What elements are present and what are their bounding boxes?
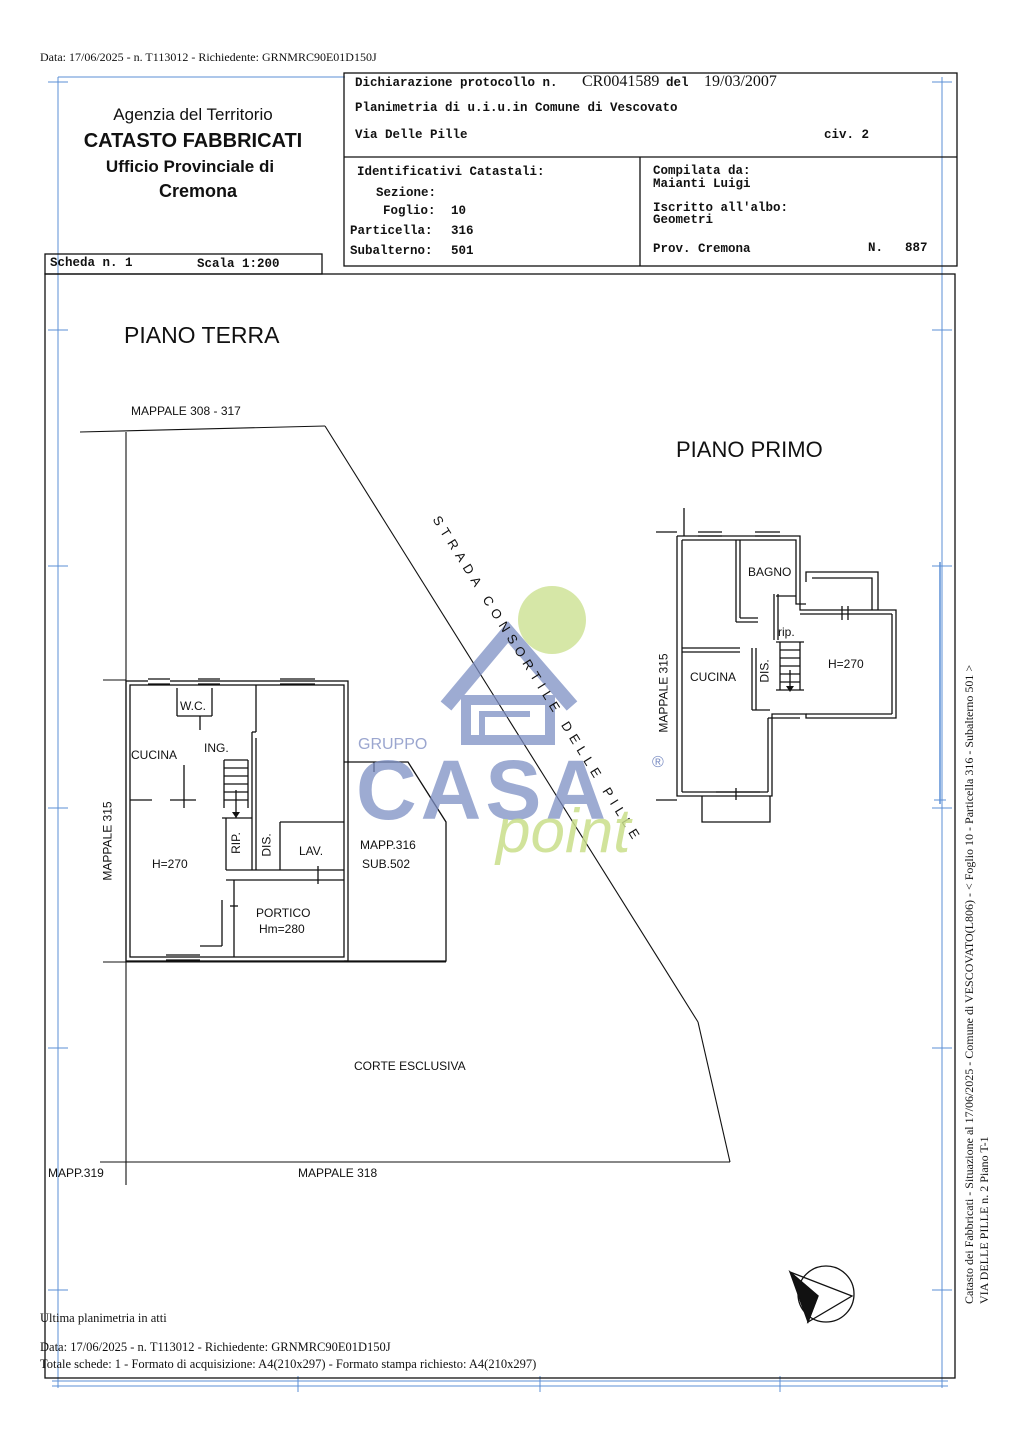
watermark-casa: CASA [356,743,611,837]
footer-totale: Totale schede: 1 - Formato di acquisizio… [40,1357,537,1371]
declaration-del: del [666,76,689,90]
footer-ultima: Ultima planimetria in atti [40,1311,167,1325]
footer-data: Data: 17/06/2025 - n. T113012 - Richiede… [40,1340,391,1354]
corte-label: CORTE ESCLUSIVA [354,1059,466,1073]
top-meta: Data: 17/06/2025 - n. T113012 - Richiede… [40,50,377,64]
side-line2: VIA DELLE PILLE n. 2 Piano T-1 [977,1136,991,1304]
room-cucina-ground: CUCINA [131,748,178,762]
watermark-reg: ® [652,754,664,771]
first-floor-plan [656,508,897,823]
room-portico-height: Hm=280 [259,922,305,936]
room-cucina-first: CUCINA [690,670,737,684]
declaration-label: Dichiarazione protocollo n. [355,76,558,90]
room-ing: ING. [204,741,229,755]
identifiers-particella: 316 [451,224,474,238]
compiler-name: Maianti Luigi [653,177,751,191]
identifiers-subalterno: 501 [451,244,474,258]
agency-line4: Cremona [158,181,238,201]
identifiers-foglio-label: Foglio: [383,204,436,218]
room-bagno: BAGNO [748,565,792,579]
room-height-first: H=270 [828,657,864,671]
identifiers-title: Identificativi Catastali: [357,165,545,179]
room-dis-ground: DIS. [259,833,274,857]
compiler-n: 887 [905,241,928,255]
watermark-point: point [496,797,631,866]
piano-terra-title: PIANO TERRA [124,322,280,348]
room-dis-first: DIS. [757,659,772,683]
mappale-top: MAPPALE 308 - 317 [131,404,241,418]
compiler-label: Compilata da: [653,164,751,178]
agency-line1: Agenzia del Territorio [113,105,273,124]
compiler-prov: Prov. Cremona [653,242,751,256]
identifiers-sezione: Sezione: [376,186,437,200]
room-rip-first: rip. [778,625,795,639]
compiler-albo-label: Iscritto all'albo: [653,201,789,215]
agency-line3: Ufficio Provinciale di [105,157,275,176]
stair-arrows [232,686,794,818]
piano-primo-title: PIANO PRIMO [676,437,823,462]
ground-floor-plan [125,678,349,962]
declaration-civ: civ. 2 [824,128,870,142]
sub-502-label: SUB.502 [362,857,411,871]
identifiers-particella-label: Particella: [350,224,433,238]
room-height-ground: H=270 [152,857,188,871]
room-wc: W.C. [180,699,206,713]
compiler-albo: Geometri [653,213,714,227]
north-arrow-icon [788,1265,855,1324]
mappale-315-ground: MAPPALE 315 [100,801,115,881]
mappale-318-label: MAPPALE 318 [298,1166,378,1180]
watermark-gruppo: GRUPPO [358,736,428,753]
side-line1: Catasto dei Fabbricati - Situazione al 1… [962,664,976,1304]
declaration-date: 19/03/2007 [704,73,777,90]
scan-frame [48,76,952,1392]
watermark-logo [440,586,586,745]
declaration-planimetria: Planimetria di u.i.u.in Comune di Vescov… [355,101,678,115]
header-boxes [44,72,958,1379]
identifiers-subalterno-label: Subalterno: [350,244,433,258]
mapp-316-label: MAPP.316 [360,838,416,852]
agency-line2: CATASTO FABBRICATI [83,130,303,152]
room-lav: LAV. [299,844,324,858]
sheet-scheda: Scheda n. 1 [50,256,133,270]
mappale-315-first: MAPPALE 315 [656,653,671,733]
declaration-protocol: CR0041589 [582,73,660,90]
sheet-scala: Scala 1:200 [197,257,280,271]
identifiers-foglio: 10 [451,204,467,218]
compiler-n-label: N. [868,241,884,255]
declaration-street: Via Delle Pille [355,128,468,142]
adjacent-sub502 [344,761,447,962]
room-rip-ground: RIP. [228,832,243,854]
room-portico: PORTICO [256,906,311,920]
mapp-319-label: MAPP.319 [48,1166,104,1180]
